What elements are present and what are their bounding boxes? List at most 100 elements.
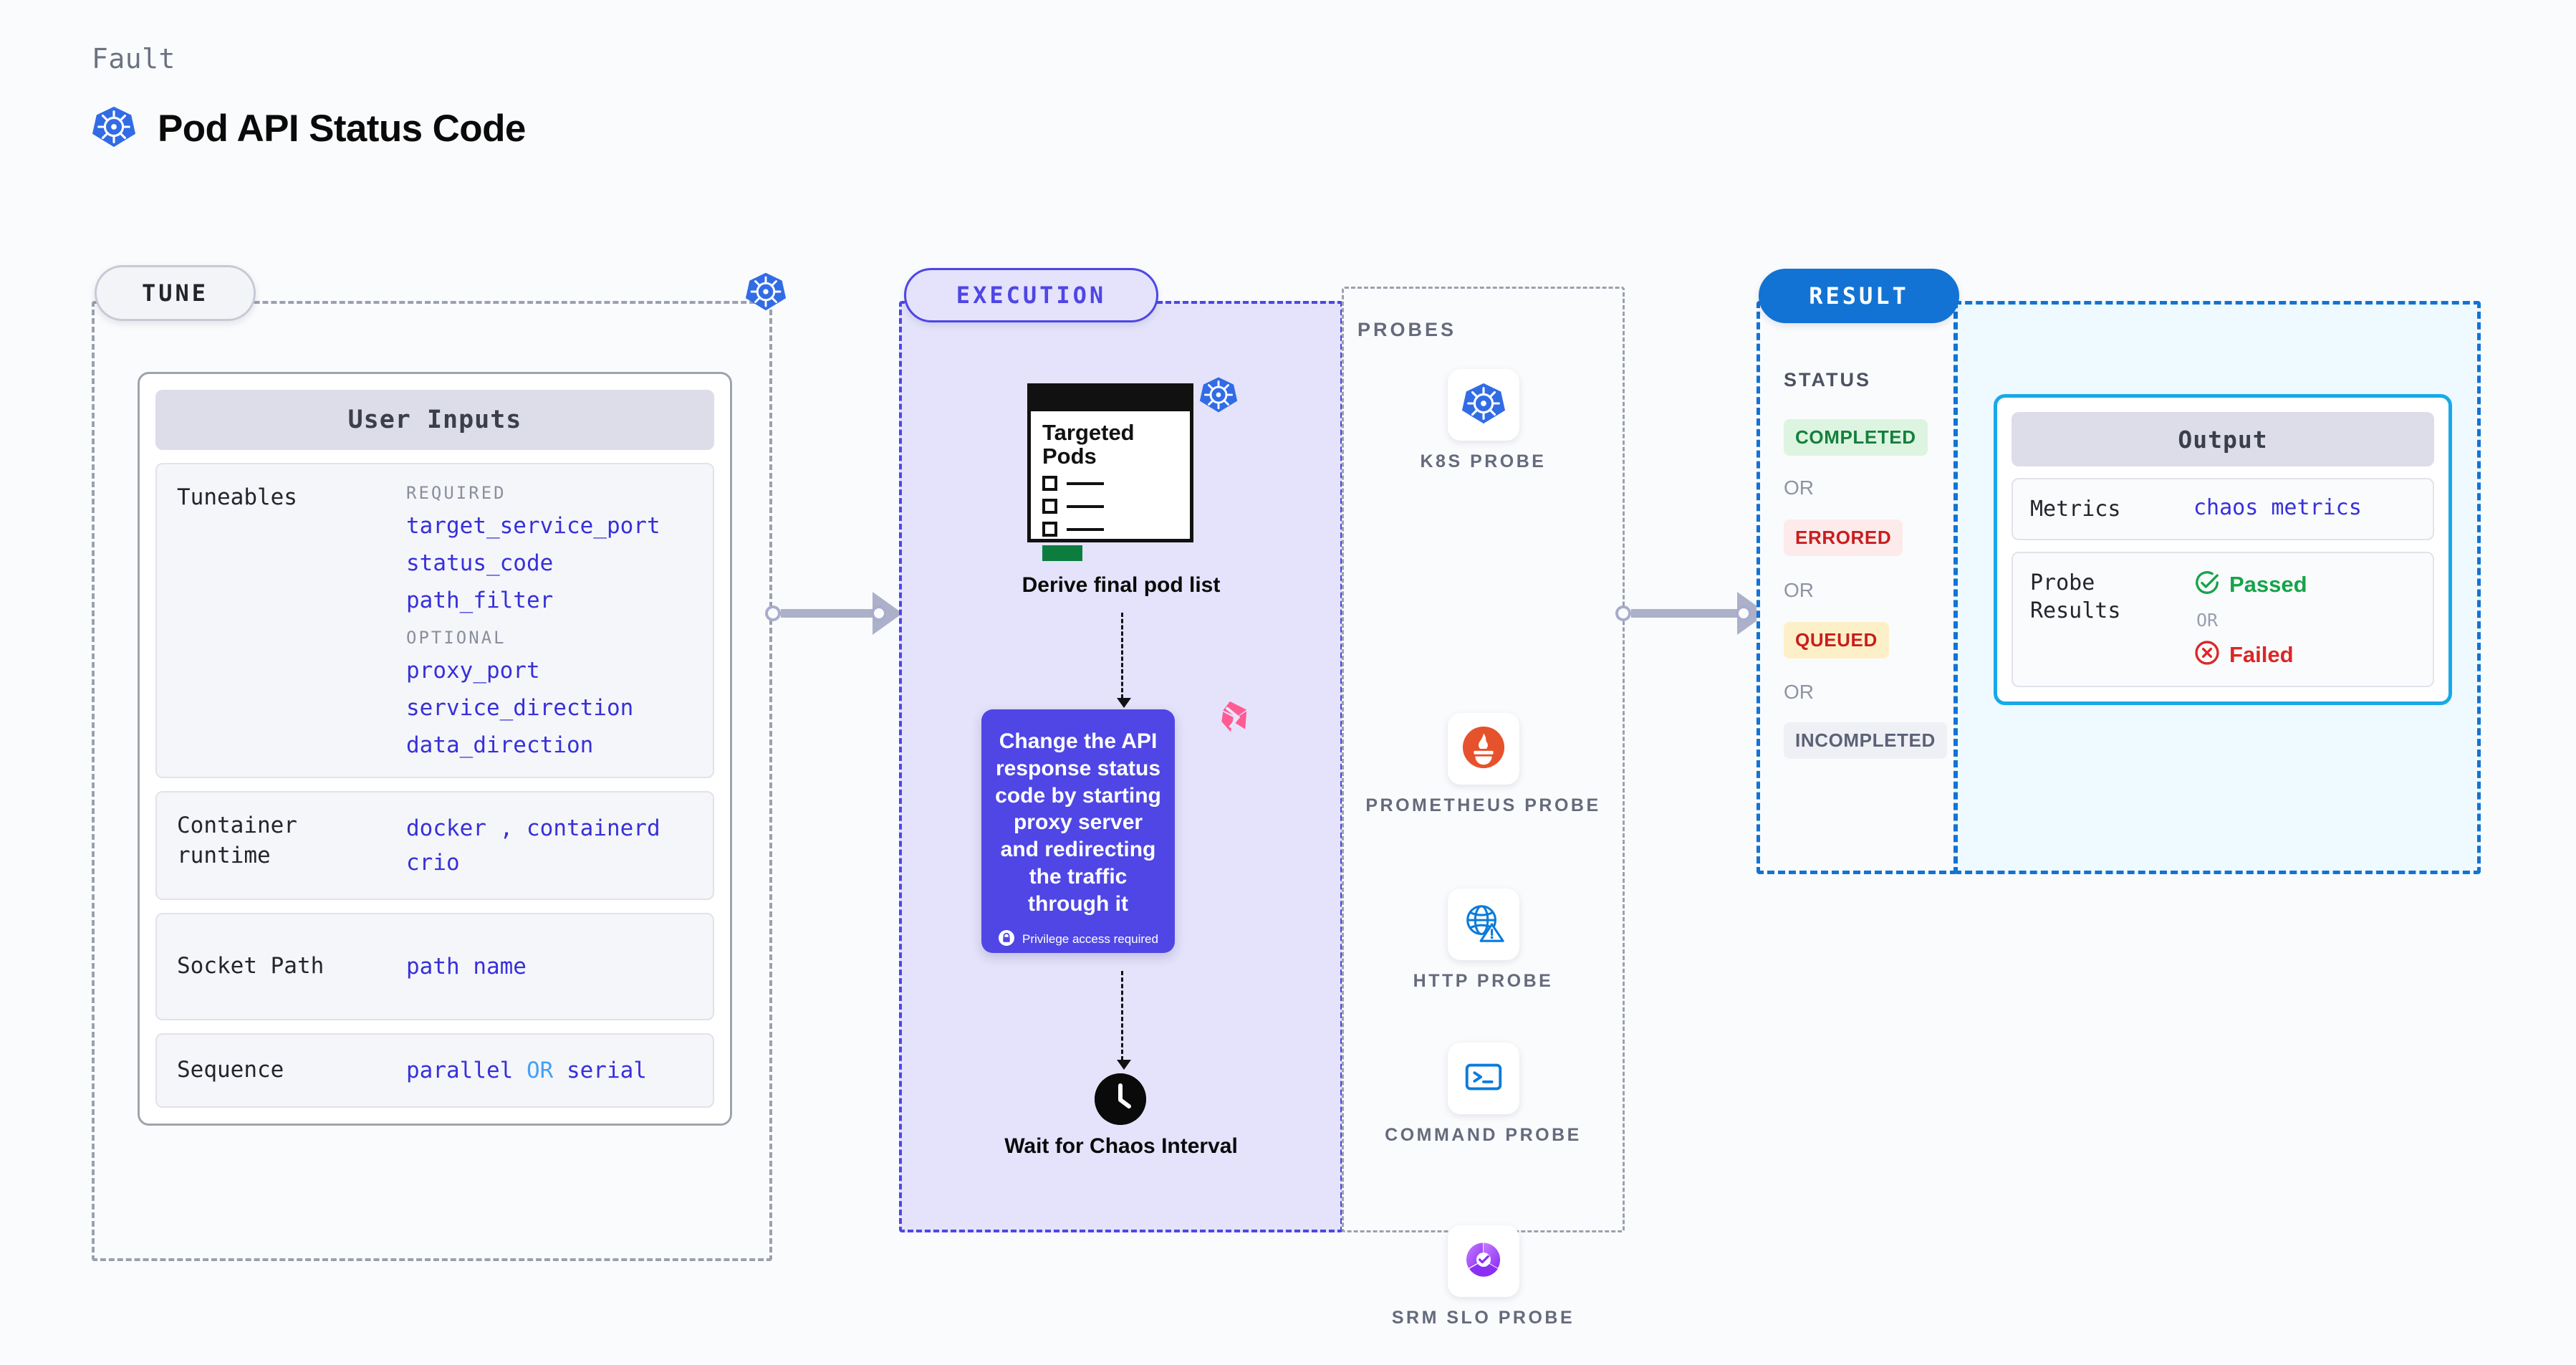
- sequence-parallel[interactable]: parallel: [406, 1058, 514, 1084]
- probe-item-srm-slo[interactable]: SRM SLO PROBE: [1342, 1225, 1625, 1329]
- sequence-key: Sequence: [177, 1057, 284, 1083]
- tuneables-key: Tuneables: [177, 484, 297, 510]
- status-badge-errored: ERRORED: [1784, 519, 1903, 556]
- socket-path-value[interactable]: path name: [406, 954, 527, 980]
- probe-label: COMMAND PROBE: [1385, 1125, 1582, 1145]
- probe-result-failed: Failed: [2193, 639, 2416, 670]
- connector-dot: [1736, 605, 1751, 621]
- targeted-pods-card: Targeted Pods: [1027, 383, 1193, 562]
- tuneables-values: REQUIRED target_service_port status_code…: [406, 483, 694, 758]
- or-label: OR: [1784, 476, 1814, 499]
- targeted-pods-title: Targeted Pods: [1042, 420, 1135, 469]
- tuneable-service-direction[interactable]: service_direction: [406, 695, 634, 721]
- connector-execution-result: [1615, 592, 1767, 635]
- line-placeholder: [1067, 482, 1104, 485]
- tune-region: User Inputs Tuneables REQUIRED target_se…: [92, 301, 772, 1261]
- lock-icon: [998, 929, 1015, 950]
- flow-arrow-down: [1117, 971, 1131, 1070]
- or-label: OR: [2196, 610, 2219, 631]
- globe-warning-icon: [1461, 901, 1506, 949]
- page-header: Fault Pod API Status Code: [92, 43, 526, 153]
- x-circle-icon: [2193, 639, 2221, 670]
- card-titlebar: [1031, 387, 1190, 411]
- metrics-row: Metrics chaos metrics: [2012, 478, 2434, 540]
- list-item: [1042, 476, 1178, 492]
- title-row: Pod API Status Code: [92, 105, 526, 153]
- runtime-separator: ,: [499, 815, 514, 841]
- passed-label: Passed: [2229, 571, 2307, 597]
- checkbox-icon: [1042, 476, 1057, 492]
- container-runtime-key: Container runtime: [177, 813, 297, 868]
- runtime-crio[interactable]: crio: [406, 850, 460, 876]
- status-badge-queued: QUEUED: [1784, 622, 1889, 658]
- probe-item-k8s[interactable]: K8S PROBE: [1342, 369, 1625, 473]
- probes-title: PROBES: [1357, 319, 1457, 340]
- tuneable-data-direction[interactable]: data_direction: [406, 732, 594, 758]
- prometheus-icon: [1461, 725, 1506, 773]
- runtime-containerd[interactable]: containerd: [527, 815, 660, 841]
- probe-item-prometheus[interactable]: PROMETHEUS PROBE: [1342, 713, 1625, 817]
- user-inputs-title: User Inputs: [155, 390, 714, 450]
- metrics-key: Metrics: [2030, 497, 2121, 522]
- kubernetes-icon: [92, 105, 136, 153]
- tuneable-status-code[interactable]: status_code: [406, 550, 554, 576]
- tuneable-target-service-port[interactable]: target_service_port: [406, 513, 660, 539]
- flow-arrow-down: [1117, 613, 1131, 708]
- connector-dot: [871, 605, 887, 621]
- connector-dot: [1615, 605, 1631, 621]
- or-label: OR: [1784, 681, 1814, 703]
- check-circle-icon: [2193, 569, 2221, 600]
- connector-line: [1631, 609, 1739, 618]
- checkbox-icon: [1042, 499, 1057, 514]
- clock-icon: [1095, 1073, 1146, 1125]
- status-title: STATUS: [1784, 369, 1871, 391]
- output-title: Output: [2012, 412, 2434, 466]
- execution-chip: EXECUTION: [904, 268, 1158, 322]
- tuneable-path-filter[interactable]: path_filter: [406, 588, 554, 613]
- or-label: OR: [1784, 579, 1814, 601]
- tuneable-proxy-port[interactable]: proxy_port: [406, 658, 540, 684]
- fault-eyebrow: Fault: [92, 43, 176, 75]
- probe-tile: [1447, 369, 1519, 441]
- socket-path-row: Socket Path path name: [155, 913, 714, 1021]
- probe-results-row: Probe Results Passed OR: [2012, 552, 2434, 687]
- metrics-value[interactable]: chaos metrics: [2193, 495, 2362, 520]
- page-title: Pod API Status Code: [158, 107, 526, 150]
- connector-dot: [765, 605, 781, 621]
- probe-results-key: Probe Results: [2030, 570, 2121, 623]
- kubernetes-icon: [1199, 375, 1238, 418]
- probe-label: PROMETHEUS PROBE: [1365, 795, 1601, 815]
- probe-tile: [1447, 713, 1519, 785]
- runtime-docker[interactable]: docker: [406, 815, 486, 841]
- tuneables-row: Tuneables REQUIRED target_service_port s…: [155, 463, 714, 778]
- container-runtime-values: docker , containerd crio: [406, 811, 694, 880]
- result-chip: RESULT: [1759, 269, 1959, 323]
- optional-label: OPTIONAL: [406, 628, 506, 648]
- progress-bar: [1042, 545, 1082, 562]
- sequence-serial[interactable]: serial: [566, 1058, 647, 1084]
- sequence-or: OR: [526, 1058, 554, 1084]
- line-placeholder: [1067, 527, 1104, 531]
- probe-item-http[interactable]: HTTP PROBE: [1342, 889, 1625, 992]
- tune-chip: TUNE: [95, 265, 256, 321]
- action-description: Change the API response status code by s…: [995, 729, 1161, 916]
- required-label: REQUIRED: [406, 483, 506, 503]
- sequence-values: parallel OR serial: [406, 1053, 694, 1088]
- wait-chaos-interval-caption: Wait for Chaos Interval: [1004, 1134, 1238, 1158]
- kubernetes-icon: [745, 271, 787, 316]
- probe-tile: [1447, 1043, 1519, 1114]
- litmus-icon: [1206, 699, 1251, 747]
- failed-label: Failed: [2229, 641, 2294, 667]
- kubernetes-icon: [1461, 381, 1506, 429]
- action-card: Change the API response status code by s…: [981, 709, 1175, 953]
- list-item: [1042, 499, 1178, 514]
- terminal-icon: [1461, 1055, 1506, 1103]
- status-badge-completed: COMPLETED: [1784, 419, 1928, 456]
- probe-results-values: Passed OR Failed: [2193, 569, 2416, 670]
- socket-path-key: Socket Path: [177, 953, 325, 980]
- probe-tile: [1447, 1225, 1519, 1297]
- probe-result-passed: Passed: [2193, 569, 2416, 600]
- probe-item-command[interactable]: COMMAND PROBE: [1342, 1043, 1625, 1146]
- socket-path-values: path name: [406, 949, 694, 984]
- derive-pod-list-caption: Derive final pod list: [1022, 573, 1221, 597]
